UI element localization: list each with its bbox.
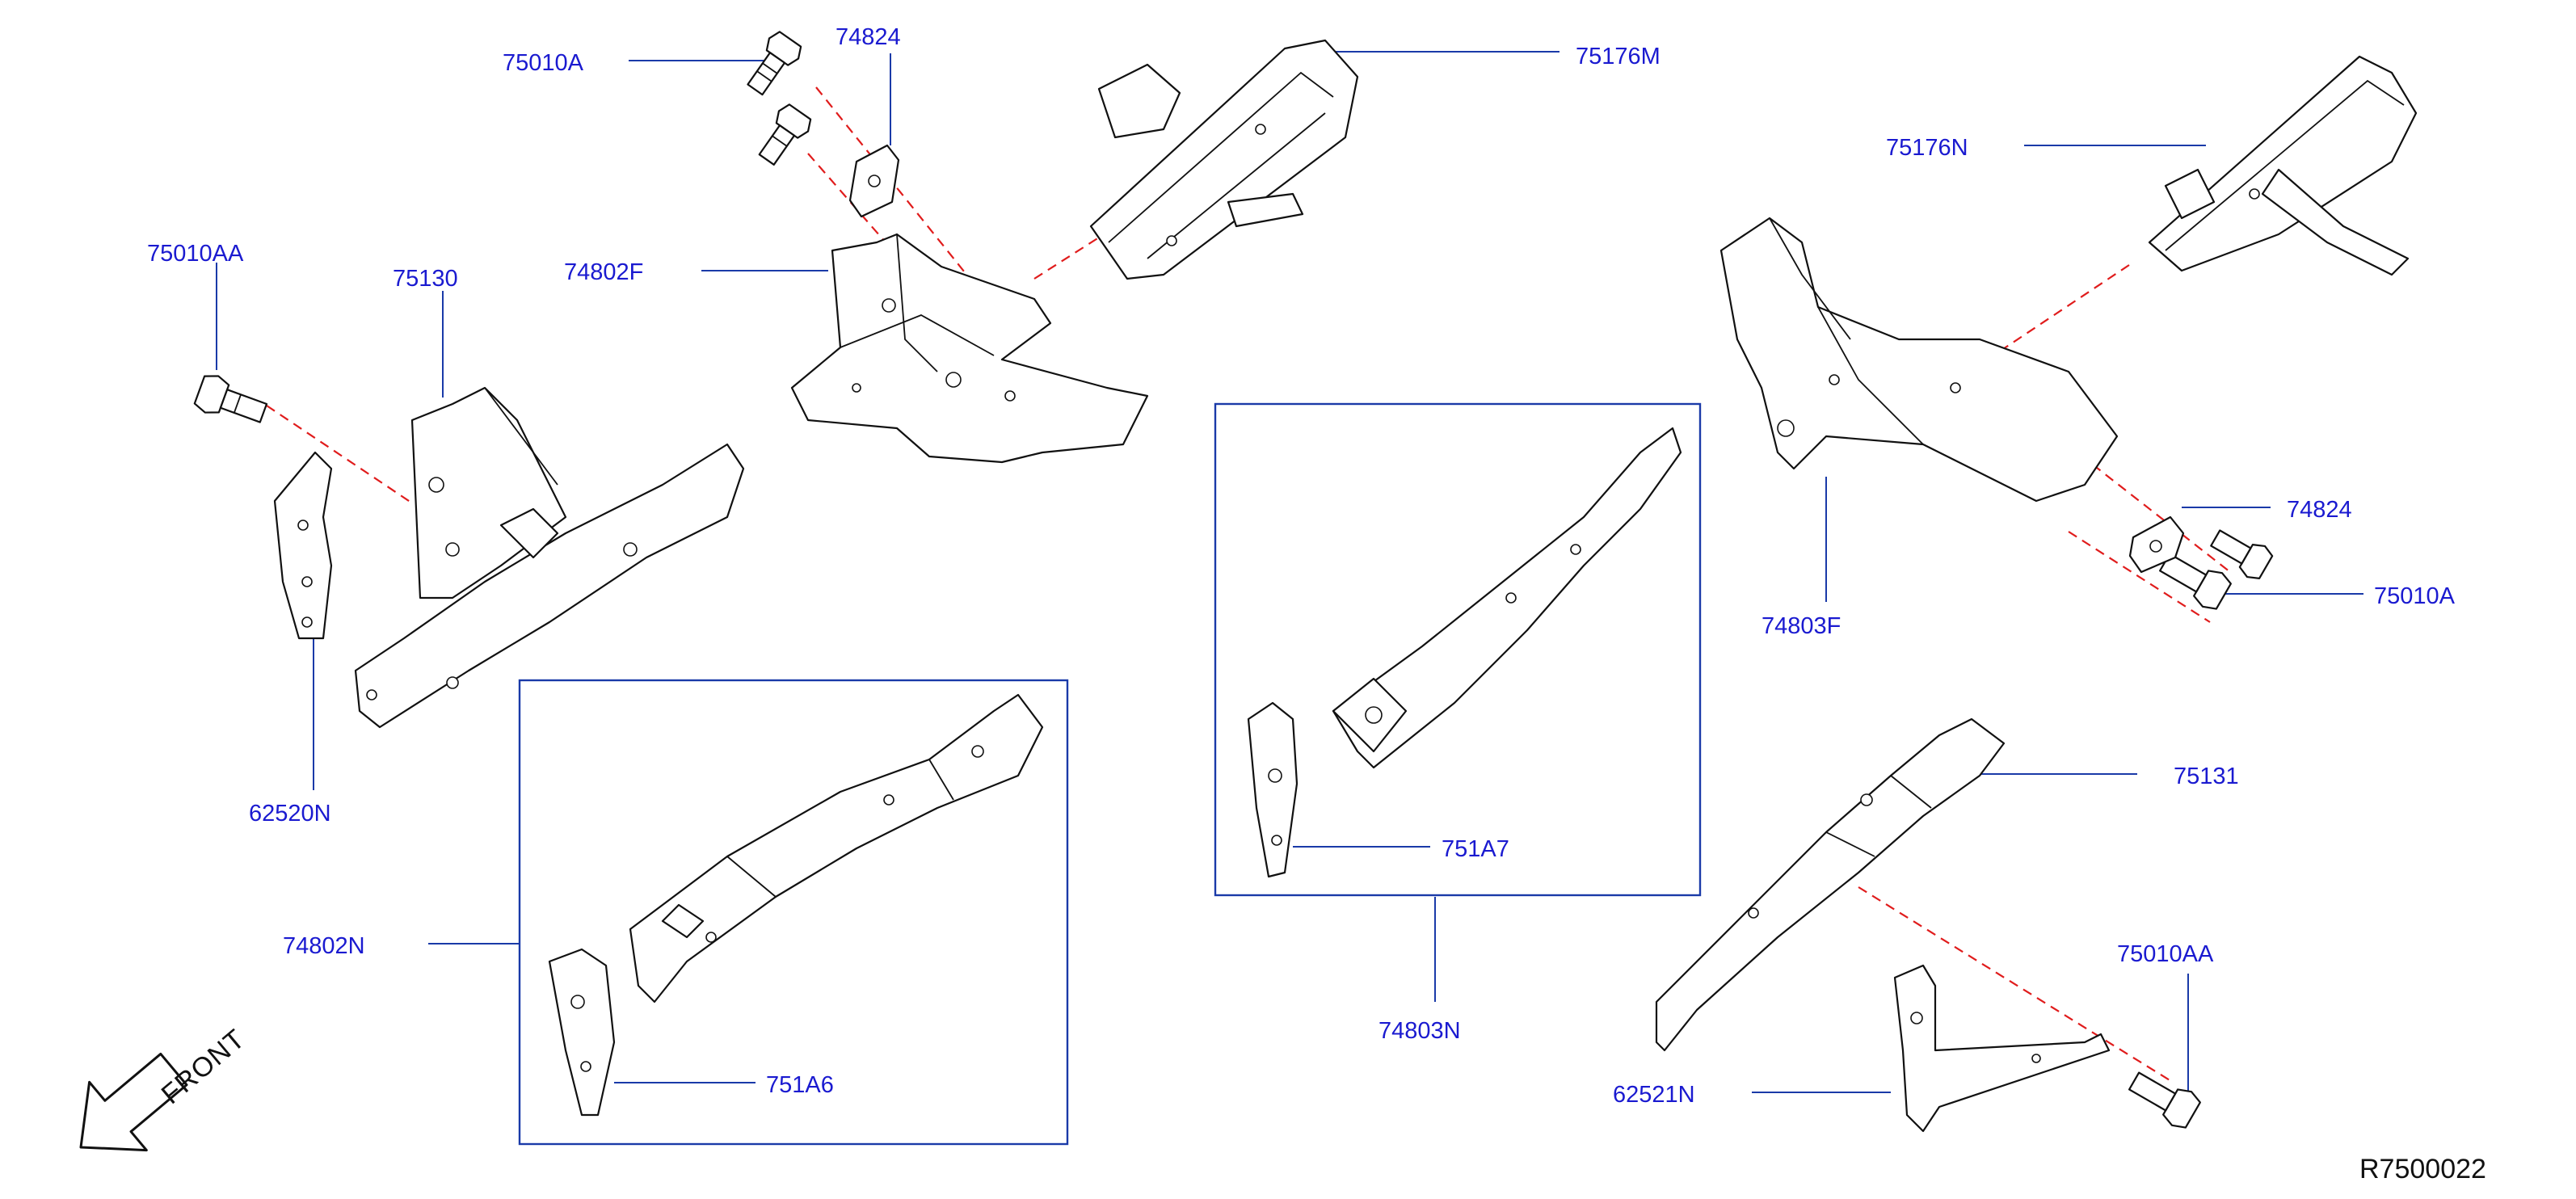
part-62520N: [273, 451, 333, 640]
front-arrow-icon: [79, 1052, 188, 1152]
box-74803N: [1214, 402, 1702, 897]
label-74802F: 74802F: [564, 259, 643, 285]
bracket-74824-right: [2128, 515, 2185, 574]
bolt-icon: [2210, 529, 2274, 579]
part-62521N: [1893, 964, 2111, 1133]
label-74803N: 74803N: [1378, 1018, 1461, 1044]
label-75010AA-left: 75010AA: [147, 241, 244, 267]
reference-code: R7500022: [2359, 1154, 2486, 1184]
bolt-icon: [2128, 1071, 2201, 1129]
part-74803N: [1332, 427, 1682, 769]
label-75176N: 75176N: [1886, 135, 1968, 161]
bolt-icon: [758, 103, 812, 166]
label-75176M: 75176M: [1576, 44, 1661, 69]
part-74802F: [790, 233, 1149, 464]
part-75176N: [2148, 55, 2418, 276]
label-62520N: 62520N: [249, 801, 331, 827]
part-74803F: [1719, 217, 2119, 503]
bolt-icon: [193, 375, 268, 423]
label-751A6: 751A6: [766, 1072, 834, 1098]
bolt-icon: [747, 31, 802, 96]
label-74824-top: 74824: [836, 24, 901, 50]
bracket-74824-top: [848, 144, 900, 218]
part-751A6: [548, 948, 616, 1117]
label-74803F: 74803F: [1762, 613, 1841, 639]
label-74824-right: 74824: [2287, 497, 2352, 523]
label-751A7: 751A7: [1442, 836, 1509, 862]
bolt-icon: [2159, 553, 2232, 610]
part-75130: [354, 386, 745, 729]
part-labels: 75010A 74824 75176M 75176N 75010AA 75130…: [147, 24, 2456, 1108]
label-74802N: 74802N: [283, 933, 365, 959]
label-75010AA-right: 75010AA: [2117, 941, 2214, 967]
leader-lines: [216, 51, 2363, 1099]
part-751A7: [1247, 701, 1299, 878]
label-75131: 75131: [2174, 764, 2239, 789]
label-75010A-top: 75010A: [503, 50, 584, 76]
box-74802N: [518, 679, 1069, 1146]
part-75131: [1655, 717, 2006, 1052]
part-74802N: [629, 693, 1044, 1003]
label-75010A-right: 75010A: [2374, 583, 2456, 609]
label-62521N: 62521N: [1613, 1082, 1695, 1108]
label-75130: 75130: [393, 266, 458, 292]
part-75176M: [1089, 39, 1359, 280]
